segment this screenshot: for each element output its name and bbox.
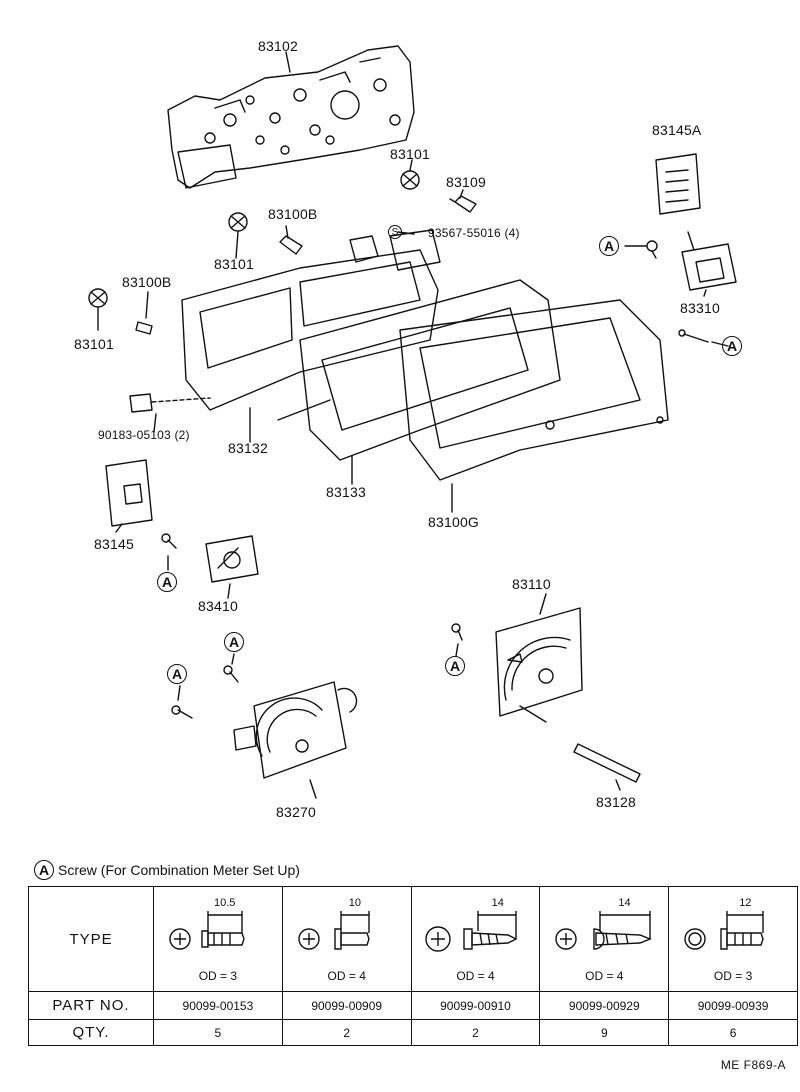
screw-drawing-4 [555,911,653,950]
part-83132-meter-housing [181,229,441,411]
label-83133: 83133 [326,484,366,500]
screw-length-5: 12 [739,897,752,909]
header-qty: QTY. [28,1019,154,1046]
qty-3: 2 [410,1019,541,1046]
header-type: TYPE [28,886,154,992]
qty-4: 9 [539,1019,670,1046]
part-no-5: 90099-00939 [668,991,798,1020]
part-90183-clip [129,393,211,413]
part-83100B-bulb-mid [279,235,303,255]
callout-a-right-top: A [599,236,619,256]
part-83101-socket-mid [228,212,248,232]
screw-lower-left [171,705,193,719]
type-cell-1: 10.5 OD = 3 [153,886,283,992]
part-83310-gauge [681,243,737,291]
callout-a-legend: A [34,860,54,880]
part-no-4: 90099-00929 [539,991,670,1020]
callout-a-lower-left: A [167,664,187,684]
type-cell-2: 10 OD = 4 [281,886,412,992]
figure-code: ME F869-A [720,1058,786,1072]
screw-83145 [161,533,177,549]
screw-right-top [646,240,658,259]
table-row-qty: QTY. 5 2 2 9 6 [28,1019,798,1046]
label-83128: 83128 [596,794,636,810]
screw-right-mid [678,329,709,343]
label-83145A: 83145A [652,122,702,138]
callout-a-mid-lower: A [224,632,244,652]
screw-83110 [451,623,463,641]
callout-a-83145: A [157,572,177,592]
part-83102-circuit-plate [167,45,415,189]
part-no-2: 90099-00909 [281,991,412,1020]
screw-drawing-1 [169,911,245,950]
label-83145: 83145 [94,536,134,552]
part-no-3: 90099-00910 [410,991,541,1020]
callout-a-83110: A [445,656,465,676]
table-row-part-no: PART NO. 90099-00153 90099-00909 90099-0… [28,991,798,1020]
type-cell-5: 12 OD = 3 [668,886,798,992]
label-83102: 83102 [258,38,298,54]
part-83109-bulb [449,195,477,213]
screw-od-1: OD = 3 [198,969,238,983]
label-83100B-left: 83100B [122,274,172,290]
type-cell-4: 14 OD = 4 [539,886,670,992]
header-part-no: PART NO. [28,991,154,1020]
screw-od-2: OD = 4 [327,969,366,983]
qty-1: 5 [153,1019,283,1046]
part-83145A-indicator-plate [655,153,701,215]
screw-drawing-2 [298,911,370,950]
screw-length-1: 10.5 [214,897,236,909]
screw-od-4: OD = 4 [585,969,624,983]
screw-drawing-3 [424,911,518,952]
label-83270: 83270 [276,804,316,820]
label-83310: 83310 [680,300,720,316]
screw-length-4: 14 [618,897,631,909]
label-83101-top: 83101 [390,146,430,162]
s-mark-symbol: S [388,225,402,239]
screw-drawing-5 [684,911,764,950]
label-83109: 83109 [446,174,486,190]
label-83101-mid: 83101 [214,256,254,272]
label-93567-55016: 93567-55016 (4) [428,226,520,240]
part-83270-tachometer [233,681,358,779]
part-no-1: 90099-00153 [153,991,283,1020]
screw-od-5: OD = 3 [713,969,753,983]
qty-5: 6 [668,1019,798,1046]
label-83110: 83110 [512,576,551,592]
part-83128-rod [573,743,641,783]
screw-length-2: 10 [348,897,362,909]
screw-table-title-text: Screw (For Combination Meter Set Up) [58,862,300,878]
label-83410: 83410 [198,598,238,614]
label-83101-left: 83101 [74,336,114,352]
label-83100G: 83100G [428,514,480,530]
screw-table-title: A Screw (For Combination Meter Set Up) [34,860,300,880]
type-cell-3: 14 OD = 4 [410,886,541,992]
table-row-type: TYPE 10.5 OD = 3 10 OD = 4 14 OD = 4 [28,886,798,992]
part-83100B-bulb-left [135,321,153,335]
part-83110-speedometer [495,607,583,723]
screw-table: TYPE 10.5 OD = 3 10 OD = 4 14 OD = 4 [28,886,798,1046]
part-83133-meter-hood [277,279,561,461]
label-90183-05103: 90183-05103 (2) [98,428,190,442]
screw-od-3: OD = 4 [456,969,495,983]
part-83101-socket-top [400,170,420,190]
part-83101-socket-left [88,288,108,308]
label-83100B-mid: 83100B [268,206,318,222]
callout-a-right-mid: A [722,336,742,356]
exploded-parts-diagram [88,45,737,799]
part-83145-indicator-plate [105,459,153,527]
screw-mid-lower [223,665,239,683]
part-83410-gauge [205,535,259,583]
qty-2: 2 [281,1019,412,1046]
screw-length-3: 14 [491,897,504,909]
part-83100G-meter-panel [399,299,669,481]
label-83132: 83132 [228,440,268,456]
